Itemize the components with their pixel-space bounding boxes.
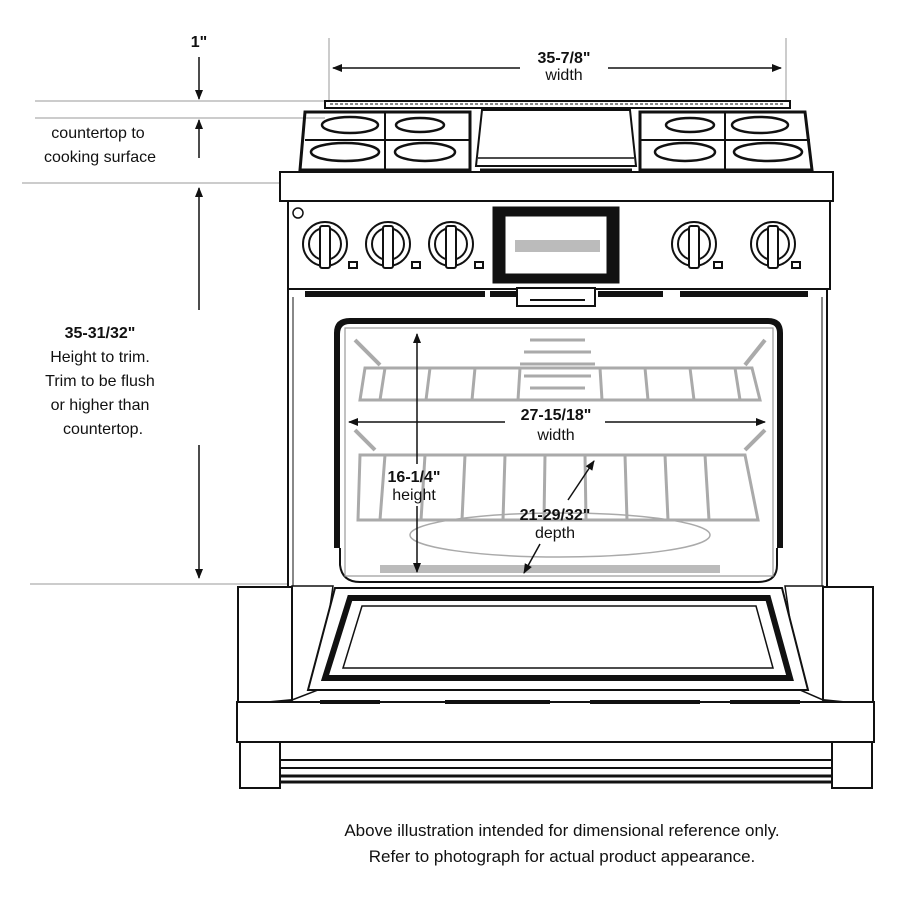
countertop-label-line2: cooking surface (44, 149, 156, 166)
left-burner-grate (298, 110, 472, 172)
oven-body (287, 289, 828, 587)
cooktop (298, 100, 814, 172)
overall-height-line1: Height to trim. (50, 349, 150, 366)
countertop-label-line1: countertop to (51, 125, 145, 142)
kick-plate (239, 741, 873, 789)
oven-width-label: width (536, 427, 574, 444)
oven-width-value: 27-15/18" (521, 407, 592, 424)
dimension-arrows (195, 57, 782, 579)
caption-line1: Above illustration intended for dimensio… (344, 821, 779, 840)
caption-line2: Refer to photograph for actual product a… (369, 847, 756, 866)
overall-height-line2: Trim to be flush (45, 373, 155, 390)
oven-depth-arrow-down (523, 543, 541, 574)
overall-height-value: 35-31/32" (65, 325, 136, 342)
knob (750, 221, 801, 269)
convection-fan (520, 338, 595, 390)
oven-height-label: height (392, 487, 436, 504)
oven-height-value: 16-1/4" (388, 469, 441, 486)
right-burner-grate (638, 110, 814, 172)
griddle (474, 109, 638, 172)
overall-height-line3: or higher than (51, 397, 150, 414)
control-display (492, 206, 620, 284)
oven-depth-label: depth (535, 525, 575, 542)
vent-strip (305, 291, 808, 297)
oven-depth-arrow-up (567, 460, 595, 501)
oven-depth-value: 21-29/32" (520, 507, 591, 524)
control-panel (279, 171, 834, 307)
knob (671, 221, 723, 269)
dimension-labels: 1" 35-7/8" width countertop to cooking s… (44, 34, 591, 542)
oven-racks (353, 338, 767, 573)
knob (365, 221, 421, 269)
overall-height-line4: countertop. (63, 421, 143, 438)
overall-width-label: width (544, 67, 582, 84)
caption: Above illustration intended for dimensio… (344, 821, 779, 866)
knob (428, 221, 484, 269)
oven-door (236, 585, 875, 743)
knob (302, 221, 358, 269)
reference-lines (22, 38, 787, 585)
top-gap-value: 1" (191, 34, 207, 51)
overall-width-value: 35-7/8" (538, 50, 591, 67)
